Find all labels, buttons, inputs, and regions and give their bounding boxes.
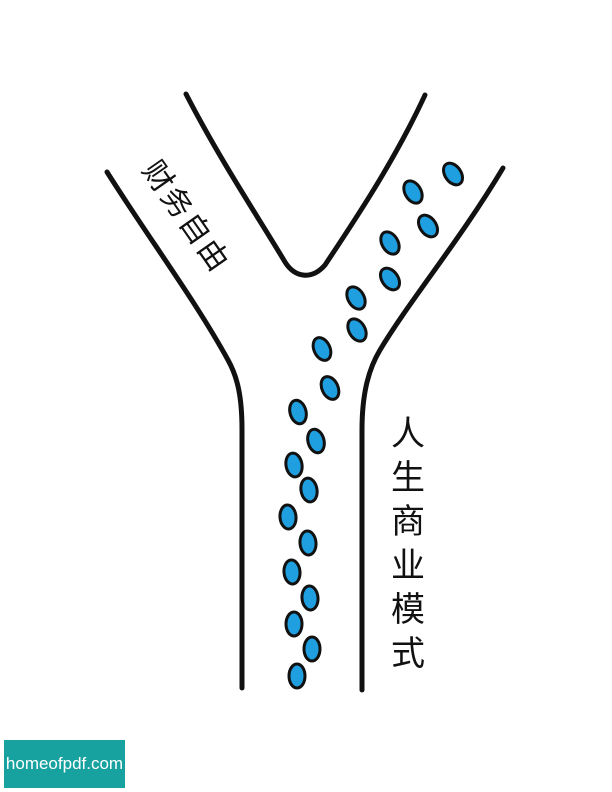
footprint-icon <box>345 285 367 311</box>
footprint-icon <box>416 213 440 239</box>
footprint-icon <box>284 451 304 479</box>
footprint-icon <box>300 584 320 612</box>
footprint-icon <box>287 662 307 690</box>
road-inner-fork <box>183 91 428 278</box>
main-road-label-char: 模 <box>391 590 425 630</box>
upper-branch-label: 财务自由 <box>135 154 237 279</box>
footprint-icon <box>306 427 326 455</box>
road-left-edge <box>104 169 245 691</box>
footprint-icon <box>319 375 341 401</box>
footprint-icon <box>284 610 304 638</box>
footprints-trail <box>278 161 465 690</box>
footprint-icon <box>288 398 308 426</box>
footprint-icon <box>379 230 401 256</box>
road-right-edge <box>359 165 506 693</box>
road-outline <box>104 91 506 693</box>
upper-branch-label-group: 财务自由 <box>135 154 237 279</box>
main-road-label-char: 商 <box>391 502 425 542</box>
footprint-icon <box>278 503 298 531</box>
main-road-label-char: 业 <box>391 546 425 586</box>
footprint-icon <box>282 558 302 586</box>
footprint-icon <box>378 266 402 292</box>
footprint-icon <box>298 529 318 557</box>
main-road-label-char: 人 <box>391 414 425 454</box>
footprint-icon <box>299 476 319 504</box>
watermark-badge: homeofpdf.com <box>4 740 125 788</box>
main-road-label-char: 生 <box>391 458 425 498</box>
footprint-icon <box>441 161 465 187</box>
footprint-icon <box>302 635 322 663</box>
main-road-label-char: 式 <box>391 634 425 674</box>
footprint-icon <box>402 179 424 205</box>
footprint-icon <box>311 336 333 362</box>
footprint-icon <box>346 317 368 343</box>
